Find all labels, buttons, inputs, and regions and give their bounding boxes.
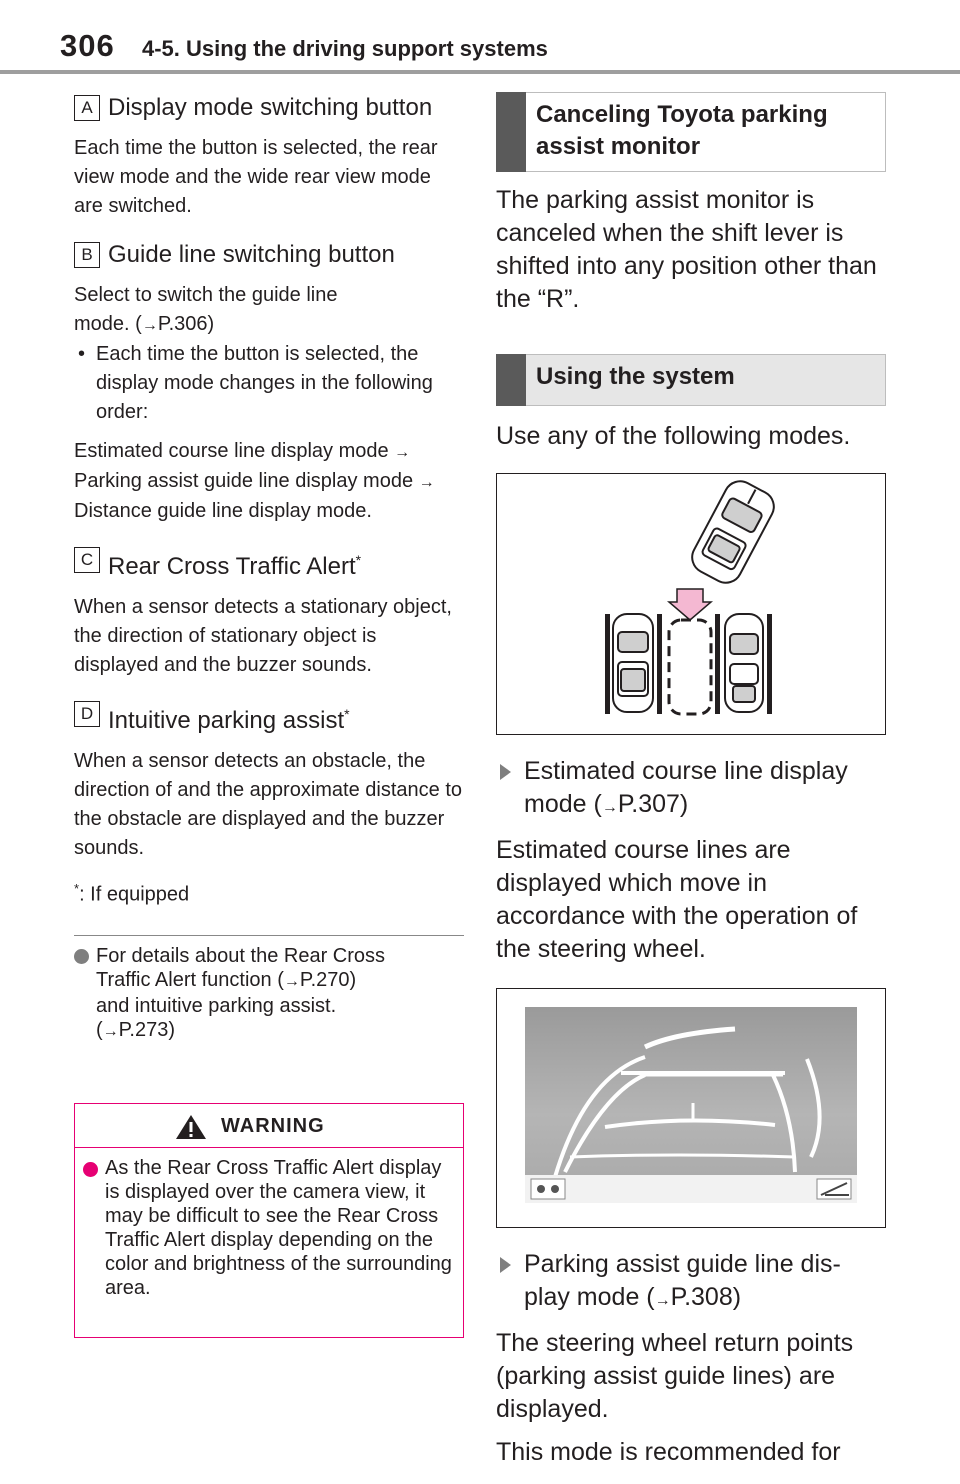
section-heading-using: Using the system [496, 354, 886, 406]
letter-c-box: C [74, 547, 100, 573]
page-ref-270[interactable]: P.270) [299, 968, 357, 991]
footnote: *: If equipped [74, 881, 190, 906]
triangle-bullet-icon [500, 764, 511, 780]
right-arrow-icon: → [654, 1292, 671, 1309]
warning-title: WARNING [221, 1115, 325, 1137]
right-arrow-icon: → [418, 474, 435, 491]
order-parking-assist: Parking assist guide line display mode [74, 470, 414, 492]
item-d-star: * [344, 706, 350, 722]
note-rear-cross-traffic: For details about the Rear Cross Traffic… [74, 944, 464, 1044]
warning-triangle-icon [176, 1115, 206, 1139]
item-c: C Rear Cross Traffic Alert* When a senso… [74, 544, 464, 680]
note-divider [74, 934, 464, 936]
mode-parking-assist-text-2: This mode is recommended for [496, 1438, 841, 1466]
right-column: Canceling Toyota parking assist monitor … [496, 92, 886, 1469]
mode-estimated-course-item: Estimated course line display mode (→P.3… [496, 755, 886, 824]
right-arrow-icon: → [601, 799, 618, 816]
display-order: Estimated course line display mode → Par… [74, 437, 464, 526]
page-header: 306 4-5. Using the driving support syste… [0, 0, 960, 76]
cancel-text: The parking assist monitor is canceled w… [496, 186, 877, 313]
right-arrow-icon: → [102, 1022, 119, 1040]
item-d-text: When a sensor detects an obstacle, the d… [74, 750, 463, 859]
heading-bar [496, 92, 526, 172]
item-c-title: Rear Cross Traffic Alert [108, 553, 356, 580]
right-arrow-icon: → [394, 444, 411, 461]
page-ref-273[interactable]: P.273) [118, 1018, 176, 1041]
circle-bullet-icon [74, 948, 89, 964]
camera-toolbar-right-icon [816, 1178, 852, 1200]
mode-parking-assist-item: Parking assist guide line dis- play mode… [496, 1248, 886, 1317]
item-b-text-pre: mode. ( [74, 313, 142, 335]
left-column: A Display mode switching button Each tim… [74, 92, 464, 1044]
letter-b-box: B [74, 242, 100, 268]
camera-view-illustration [496, 988, 886, 1228]
parking-illustration [496, 473, 886, 735]
order-estimated-course: Estimated course line display mode [74, 440, 389, 462]
item-a-title: Display mode switching button [108, 94, 433, 121]
mode-parking-assist-text: The steering wheel return points (parkin… [496, 1329, 854, 1423]
page-ref-307[interactable]: P.307) [617, 790, 689, 818]
letter-d-box: D [74, 701, 100, 727]
item-b: B Guide line switching button Select to … [74, 239, 464, 526]
item-d: D Intuitive parking assist* When a senso… [74, 698, 464, 863]
warning-header: WARNING [75, 1104, 463, 1148]
bullet-dot-icon: • [78, 343, 86, 365]
camera-toolbar-left-icon [530, 1178, 566, 1200]
warning-body: As the Rear Cross Traffic Alert display … [75, 1148, 463, 1300]
item-a-text: Each time the button is selected, the re… [74, 137, 438, 217]
right-arrow-icon: → [283, 972, 300, 990]
item-b-bullet: • Each time the button is selected, the … [74, 340, 464, 427]
item-a: A Display mode switching button Each tim… [74, 92, 464, 221]
chapter-title: 4-5. Using the driving support systems [142, 36, 548, 61]
camera-screen [525, 1007, 857, 1203]
item-c-text: When a sensor detects a stationary objec… [74, 596, 452, 676]
item-b-text-line1: Select to switch the guide line [74, 284, 338, 306]
triangle-bullet-icon [500, 1257, 511, 1273]
mode-estimated-course-text: Estimated course lines are displayed whi… [496, 836, 858, 963]
warning-box: WARNING As the Rear Cross Traffic Alert … [74, 1103, 464, 1338]
page-number: 306 [60, 28, 115, 63]
header-rule [0, 70, 960, 74]
item-d-title: Intuitive parking assist [108, 707, 345, 734]
letter-a-box: A [74, 95, 100, 121]
section-heading-canceling: Canceling Toyota parking assist monitor [496, 92, 886, 172]
right-arrow-icon: → [141, 317, 158, 334]
using-text: Use any of the following modes. [496, 422, 851, 450]
circle-bullet-icon [83, 1162, 98, 1177]
heading-bar [496, 354, 526, 406]
item-c-star: * [355, 552, 362, 568]
page-ref-306[interactable]: P.306) [157, 313, 215, 335]
parking-diagram [605, 480, 775, 716]
page-ref-308[interactable]: P.308) [670, 1283, 742, 1311]
order-distance-guide: Distance guide line display mode. [74, 500, 372, 522]
item-b-title: Guide line switching button [108, 241, 395, 268]
